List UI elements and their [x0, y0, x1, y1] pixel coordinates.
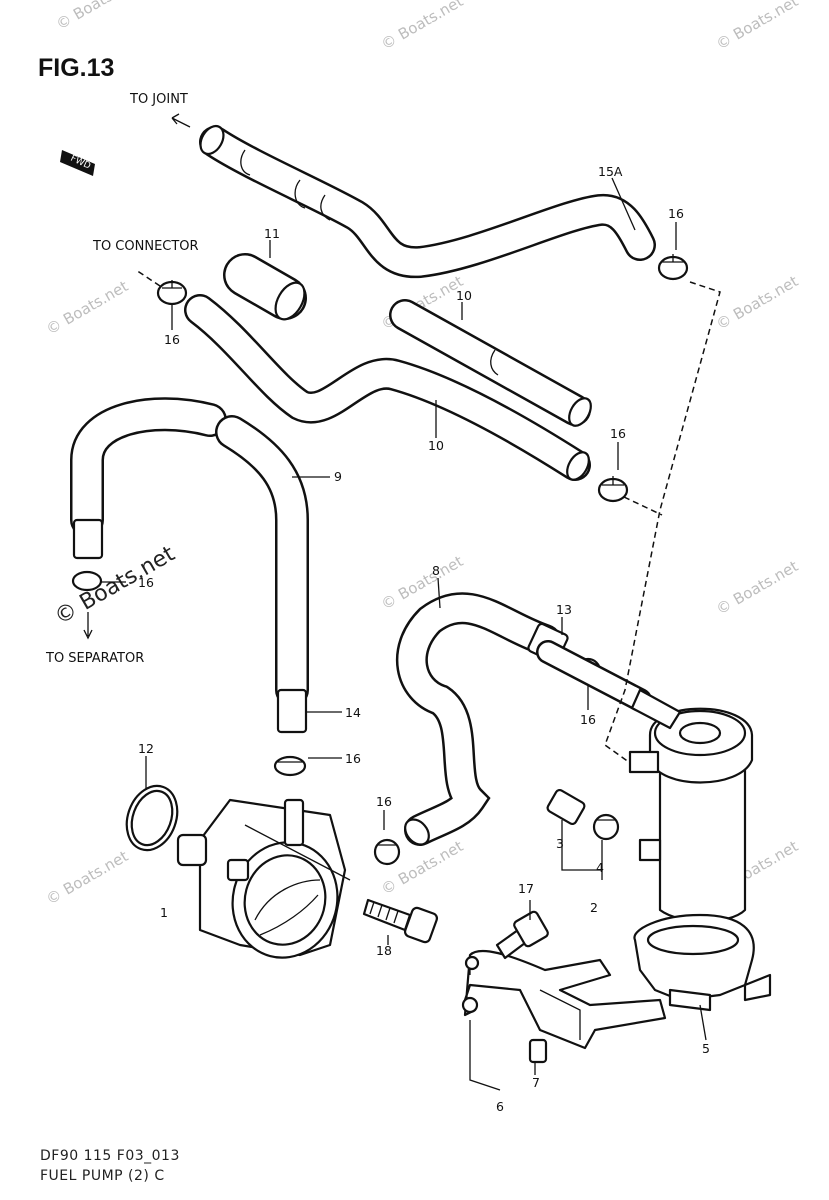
fitting-3 — [546, 788, 586, 826]
part-number: 17 — [518, 881, 534, 896]
part-number: 16 — [164, 332, 180, 347]
figure-title: FIG.13 — [38, 54, 115, 82]
part-number: 16 — [138, 575, 154, 590]
part-number: 12 — [138, 741, 154, 756]
part-number: 13 — [556, 602, 572, 617]
diagram-name: FUEL PUMP (2) C — [40, 1168, 165, 1184]
part-number: 15A — [598, 164, 623, 179]
part-number: 6 — [496, 1099, 504, 1114]
clamp-icon — [273, 755, 307, 777]
part-number: 3 — [556, 836, 564, 851]
part-number: 8 — [432, 563, 440, 578]
watermark: © Boats.net — [713, 557, 801, 618]
to-connector-label: TO CONNECTOR — [92, 239, 199, 254]
hose-10-lower — [184, 294, 591, 481]
part-number: 11 — [264, 226, 280, 241]
part-number: 16 — [376, 794, 392, 809]
watermark: © Boats.net — [378, 0, 466, 53]
bracket-6 — [461, 949, 667, 1050]
to-joint-arrow-icon — [171, 113, 191, 128]
bracket-5 — [633, 913, 772, 1012]
part-number: 2 — [590, 900, 598, 915]
part-number: 9 — [334, 469, 342, 484]
part-number: 18 — [376, 943, 392, 958]
leader-lines — [100, 177, 707, 1091]
watermark: © Boats.net — [43, 277, 131, 338]
screw-17 — [495, 910, 549, 960]
clamp-icon — [592, 813, 620, 841]
part-number: 14 — [345, 705, 361, 720]
part-number: 4 — [596, 860, 604, 875]
clamp-icon — [71, 570, 103, 592]
part-number: 10 — [428, 438, 444, 453]
part-number: 16 — [610, 426, 626, 441]
watermark: © Boats.net — [713, 272, 801, 333]
to-separator-label: TO SEPARATOR — [45, 651, 144, 666]
part-number: 5 — [702, 1041, 710, 1056]
fuel-filter — [628, 688, 754, 923]
diagram-code: DF90 115 F03_013 — [40, 1148, 180, 1164]
to-separator-arrow-icon — [83, 612, 93, 640]
fuel-pump-1 — [176, 798, 351, 959]
hose-15a — [199, 124, 656, 279]
connection-line — [623, 496, 663, 516]
part-number: 7 — [532, 1075, 540, 1090]
watermark: © Boats.net — [53, 0, 141, 33]
clamp-icon — [373, 838, 401, 866]
watermark-large: © Boats.net — [51, 541, 180, 630]
clamp-icon — [597, 476, 629, 503]
to-connector-line — [135, 269, 161, 287]
part-number: 16 — [580, 712, 596, 727]
watermark: © Boats.net — [43, 847, 131, 908]
part-number: 1 — [160, 905, 168, 920]
o-ring-12 — [125, 784, 179, 852]
hose-10-upper — [389, 299, 592, 427]
part-numbers: 15A 16 11 16 10 10 16 9 16 8 13 16 14 16… — [138, 164, 710, 1114]
hose-13 — [536, 640, 652, 712]
part-number: 10 — [456, 288, 472, 303]
part-number: 16 — [345, 751, 361, 766]
bolt-18 — [362, 898, 439, 944]
part-number: 16 — [668, 206, 684, 221]
bushing-7 — [528, 1038, 548, 1064]
fwd-arrow-icon: FWD — [60, 150, 95, 176]
clamp-icon — [657, 254, 689, 281]
hose-9 — [70, 397, 309, 734]
clamp-icon — [156, 280, 188, 306]
watermark: © Boats.net — [713, 0, 801, 53]
to-joint-label: TO JOINT — [129, 92, 188, 107]
hose-11 — [223, 253, 307, 321]
